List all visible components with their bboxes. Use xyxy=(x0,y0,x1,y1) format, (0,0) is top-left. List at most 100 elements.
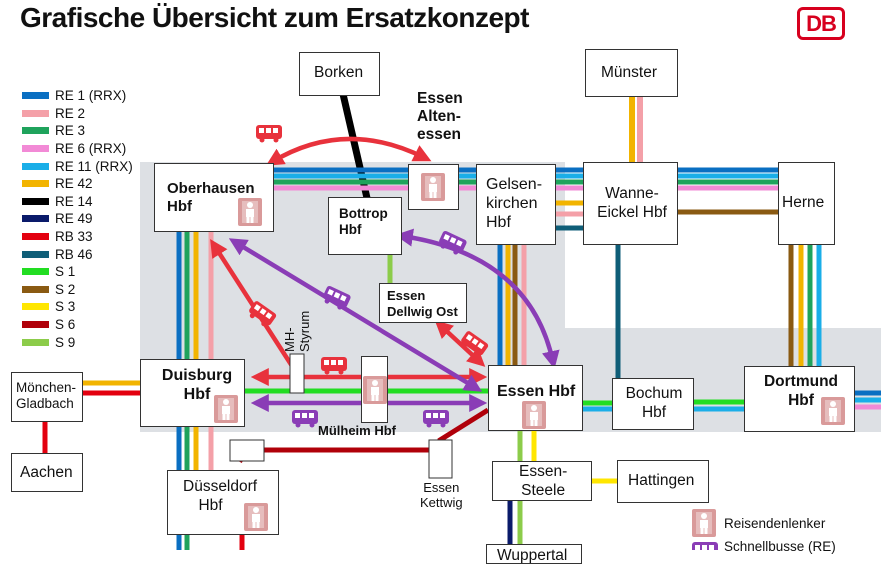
legend-item: RE 3 xyxy=(22,122,133,140)
legend-swatch xyxy=(22,109,49,117)
station-label-altenessen: Essen Alten- essen xyxy=(417,90,463,143)
station-duisburg: Duisburg Hbf xyxy=(140,359,245,427)
station-muenster: Münster xyxy=(585,49,678,97)
legend-label: RE 2 xyxy=(55,105,86,121)
legend-swatch xyxy=(22,338,49,346)
station-bottrop: Bottrop Hbf xyxy=(328,197,402,255)
station-hattingen: Hattingen xyxy=(617,460,709,503)
legend-item: RE 42 xyxy=(22,175,133,193)
station-dellwig-ost: Essen Dellwig Ost xyxy=(379,283,467,323)
key-label-bus: Schnellbusse (RE) xyxy=(724,538,836,554)
legend-item: S 3 xyxy=(22,298,133,316)
legend-swatch xyxy=(22,180,49,188)
station-label: Düsseldorf Hbf xyxy=(183,478,258,514)
station-label-mh-styrum: MH- Styrum xyxy=(282,310,312,352)
key-label-guide: Reisendenlenker xyxy=(724,515,826,531)
bus-icon-express xyxy=(692,539,716,553)
legend-swatch xyxy=(22,285,49,293)
legend-swatch xyxy=(22,250,49,258)
legend-swatch xyxy=(22,127,49,135)
legend-swatch xyxy=(22,303,49,311)
legend-item: RE 2 xyxy=(22,105,133,123)
page-title: Grafische Übersicht zum Ersatzkonzept xyxy=(20,2,529,33)
symbol-legend: Reisendenlenker Schnellbusse (RE) xyxy=(692,509,836,559)
reisendenlenker-icon xyxy=(421,173,445,201)
stop-small-duesseldorf xyxy=(229,439,265,462)
station-duesseldorf: Düsseldorf Hbf xyxy=(167,470,279,535)
station-herne: Herne xyxy=(778,162,835,245)
station-borken: Borken xyxy=(299,52,380,96)
station-label-kettwig: Essen Kettwig xyxy=(420,480,463,510)
bus-icon-express xyxy=(439,230,467,255)
station-label: Bottrop Hbf xyxy=(339,206,388,238)
bus-icon xyxy=(249,301,277,327)
reisendenlenker-icon xyxy=(363,376,387,404)
legend-item: RE 14 xyxy=(22,193,133,211)
bus-icon xyxy=(321,357,347,375)
bus-icon-express xyxy=(692,542,718,550)
station-aachen: Aachen xyxy=(11,453,83,492)
station-label: Oberhausen Hbf xyxy=(167,180,255,215)
station-label: Borken xyxy=(314,64,364,81)
station-label: Dortmund Hbf xyxy=(763,373,839,409)
legend-label: RB 33 xyxy=(55,229,93,245)
legend-item: S 9 xyxy=(22,333,133,351)
station-label-muelheim: Mülheim Hbf xyxy=(318,423,396,438)
station-label: Aachen xyxy=(20,464,73,481)
legend-item: S 1 xyxy=(22,263,133,281)
station-label: Mönchen- Gladbach xyxy=(16,380,77,412)
station-label: Essen Hbf xyxy=(497,383,576,400)
station-label: Hattingen xyxy=(628,472,695,489)
bus-icon-express xyxy=(323,285,351,310)
key-row-guide: Reisendenlenker xyxy=(692,509,836,537)
bus-icons xyxy=(249,125,718,550)
reisendenlenker-icon xyxy=(244,503,268,531)
reisendenlenker-icon xyxy=(522,401,546,429)
stop-mh-styrum xyxy=(289,353,305,394)
station-label: Duisburg Hbf xyxy=(161,367,233,404)
bus-arrow-oberhausen-altenessen xyxy=(265,136,432,166)
station-bochum: Bochum Hbf xyxy=(612,378,694,430)
station-altenessen xyxy=(408,164,459,210)
legend-label: S 2 xyxy=(55,281,76,297)
station-essen-hbf: Essen Hbf xyxy=(488,365,583,431)
station-moenchengladbach: Mönchen- Gladbach xyxy=(11,372,83,422)
legend-label: RB 46 xyxy=(55,246,93,262)
legend-swatch xyxy=(22,145,49,153)
legend-label: RE 14 xyxy=(55,193,93,209)
legend-item: RB 33 xyxy=(22,228,133,246)
legend-swatch xyxy=(22,321,49,329)
station-muelheim xyxy=(361,356,388,423)
legend-item: S 6 xyxy=(22,316,133,334)
legend-item: S 2 xyxy=(22,281,133,299)
station-oberhausen: Oberhausen Hbf xyxy=(154,163,274,232)
legend-swatch xyxy=(22,215,49,223)
legend-item: RB 46 xyxy=(22,245,133,263)
bus-icon xyxy=(256,125,282,143)
station-label: Bochum Hbf xyxy=(625,385,683,421)
legend-label: S 9 xyxy=(55,334,76,350)
legend-label: RE 11 (RRX) xyxy=(55,158,133,174)
reisendenlenker-icon xyxy=(214,395,238,423)
station-gelsenkirchen: Gelsen- kirchen Hbf xyxy=(476,164,556,245)
station-wuppertal: Wuppertal xyxy=(486,544,582,564)
bus-icon-express xyxy=(292,410,318,428)
reisendenlenker-icon xyxy=(821,397,845,425)
station-label: Münster xyxy=(601,64,657,81)
station-label: Essen Dellwig Ost xyxy=(387,288,458,319)
bus-arrow-bottrop-essen xyxy=(394,228,560,370)
station-essen-steele: Essen- Steele xyxy=(492,461,592,501)
station-label: Gelsen- kirchen Hbf xyxy=(486,176,543,232)
db-logo: DB xyxy=(797,7,845,40)
legend-label: RE 42 xyxy=(55,176,93,192)
legend-label: RE 6 (RRX) xyxy=(55,141,127,157)
station-dortmund: Dortmund Hbf xyxy=(744,366,855,432)
legend-item: RE 1 (RRX) xyxy=(22,87,133,105)
legend-swatch xyxy=(22,197,49,205)
station-label: Wanne- Eickel Hbf xyxy=(597,185,667,221)
station-label: Essen- Steele xyxy=(519,463,568,499)
legend-swatch xyxy=(22,268,49,276)
legend-swatch xyxy=(22,92,49,100)
legend-label: RE 49 xyxy=(55,211,93,227)
